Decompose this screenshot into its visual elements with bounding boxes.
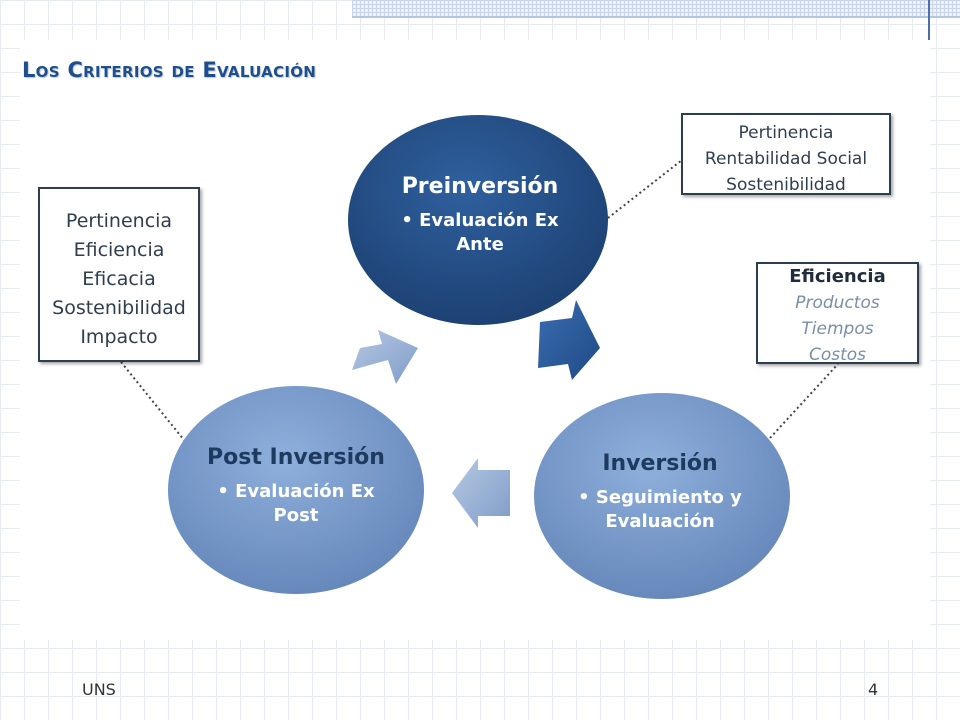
criterion-item: Sostenibilidad — [52, 297, 186, 319]
inversion-label: Inversión • Seguimiento y Evaluación — [540, 451, 780, 534]
preinversion-bullet-line: Ante — [456, 234, 504, 255]
preinversion-title: Preinversión — [401, 174, 559, 199]
ex-ante-criteria-box: Pertinencia Rentabilidad Social Sostenib… — [681, 113, 891, 195]
preinversion-bullet-line: • Evaluación Ex — [401, 210, 559, 231]
post-inversion-bullet: • Evaluación Ex Post — [180, 480, 412, 528]
arrow-pre-to-inversion — [538, 300, 600, 380]
post-inversion-title: Post Inversión — [207, 445, 385, 470]
post-inversion-bullet-line: • Evaluación Ex — [217, 481, 375, 502]
inversion-title: Inversión — [602, 451, 718, 476]
seguimiento-criteria-box: Eficiencia Productos Tiempos Costos — [756, 262, 919, 365]
connector-ex-post — [120, 361, 185, 441]
criterion-item: Costos — [808, 345, 867, 365]
arrow-inversion-to-post — [452, 458, 510, 528]
connector-ex-ante — [607, 159, 683, 219]
criterion-heading: Eficiencia — [789, 266, 886, 287]
top-right-accent-line — [928, 0, 930, 40]
criterion-item: Tiempos — [801, 319, 874, 339]
criterion-item: Pertinencia — [65, 210, 173, 232]
preinversion-label: Preinversión • Evaluación Ex Ante — [360, 174, 600, 257]
preinversion-circle — [348, 115, 608, 325]
top-band-rule — [352, 16, 960, 18]
criterion-item: Productos — [795, 293, 880, 313]
criterion-item: Eficacia — [82, 268, 156, 290]
footer-organization: UNS — [82, 680, 116, 699]
ex-post-criteria-box: Pertinencia Eficiencia Eficacia Sostenib… — [38, 187, 200, 362]
inversion-bullet-line: • Seguimiento y — [578, 487, 742, 508]
criterion-item: Pertinencia — [738, 123, 834, 143]
page-number: 4 — [868, 680, 879, 699]
post-inversion-label: Post Inversión • Evaluación Ex Post — [180, 445, 412, 528]
criterion-item: Sostenibilidad — [726, 175, 846, 195]
criterion-item: Impacto — [80, 326, 158, 348]
top-decorative-band — [352, 0, 960, 16]
post-inversion-circle — [168, 386, 424, 594]
inversion-bullet-line: Evaluación — [605, 511, 715, 532]
criterion-item: Rentabilidad Social — [704, 149, 868, 169]
criterion-item: Eficiencia — [73, 239, 165, 261]
slide-title: Los Criterios de Evaluación — [22, 58, 317, 82]
arrow-post-to-pre — [352, 330, 418, 384]
preinversion-bullet: • Evaluación Ex Ante — [360, 209, 600, 257]
inversion-circle — [534, 393, 790, 599]
post-inversion-bullet-line: Post — [273, 505, 319, 526]
connector-seguimiento — [769, 363, 839, 439]
inversion-bullet: • Seguimiento y Evaluación — [540, 486, 780, 534]
